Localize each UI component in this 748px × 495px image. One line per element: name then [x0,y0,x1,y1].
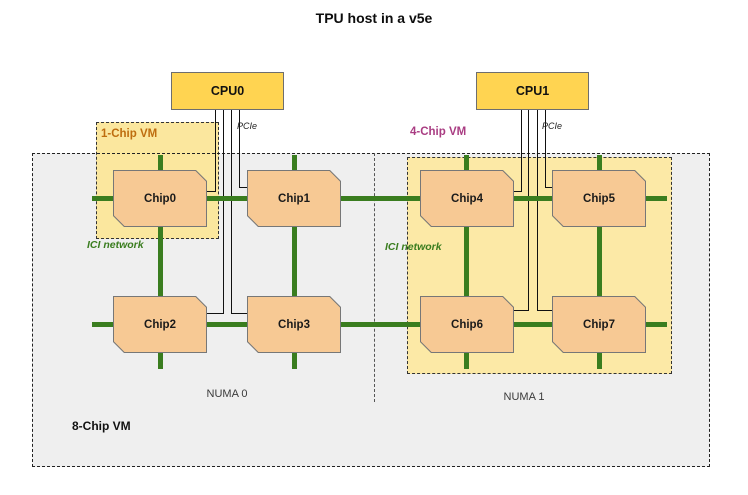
pcie-wire [537,110,538,310]
ici-network-label-right: ICI network [385,241,442,253]
chip-0-label: Chip0 [144,192,176,205]
ici-link-row1 [92,322,667,327]
pcie-wire [514,191,522,192]
chip-4-body [421,171,513,226]
pcie-wire [231,110,232,313]
cpu-0-box: CPU0 [171,72,284,110]
pcie-wire [231,313,247,314]
four-chip-vm-label: 4-Chip VM [410,126,467,138]
chip-3-body [248,297,340,352]
diagram-title: TPU host in a v5e [315,10,433,26]
pcie-wire [207,313,224,314]
chip-1-body [248,171,340,226]
cpu-1-box: CPU1 [476,72,589,110]
chip-1: Chip1 [247,170,341,227]
pcie-wire [215,110,216,191]
chip-2-body [114,297,206,352]
chip-6: Chip6 [420,296,514,353]
eight-chip-vm-border [32,153,710,467]
one-chip-vm-label: 1-Chip VM [101,128,158,140]
chip-0: Chip0 [113,170,207,227]
ici-link-col2 [464,155,469,369]
chip-4-label: Chip4 [451,192,483,205]
numa-divider-line [374,153,375,402]
chip-4: Chip4 [420,170,514,227]
ici-link-col3 [597,155,602,369]
chip-5-body [553,171,645,226]
pcie-wire [521,110,522,191]
ici-link-row0 [92,196,667,201]
pcie-wire [545,187,552,188]
eight-chip-vm-label: 8-Chip VM [72,419,131,433]
chip-7-body [553,297,645,352]
chip-6-body [421,297,513,352]
ici-network-label-left: ICI network [87,239,144,251]
numa-1-label: NUMA 1 [503,391,545,403]
pcie-wire [537,310,552,311]
pcie-wire [223,110,224,313]
chip-3-label: Chip3 [278,318,310,331]
pcie-wire [239,110,240,187]
chip-6-label: Chip6 [451,318,483,331]
chip-5-label: Chip5 [583,192,615,205]
pcie-label-left: PCIe [237,121,258,131]
ici-link-col1 [292,155,297,369]
pcie-wire [528,110,529,310]
chip-0-body [114,171,206,226]
chip-1-label: Chip1 [278,192,310,205]
pcie-label-right: PCIe [542,121,563,131]
pcie-wire [207,191,216,192]
chip-7-label: Chip7 [583,318,615,331]
pcie-wire [545,110,546,187]
chip-3: Chip3 [247,296,341,353]
chip-2-label: Chip2 [144,318,176,331]
chip-5: Chip5 [552,170,646,227]
chip-7: Chip7 [552,296,646,353]
pcie-wire [239,187,248,188]
pcie-wire [514,310,529,311]
ici-link-col0 [158,155,163,369]
chip-2: Chip2 [113,296,207,353]
numa-0-label: NUMA 0 [206,388,248,400]
